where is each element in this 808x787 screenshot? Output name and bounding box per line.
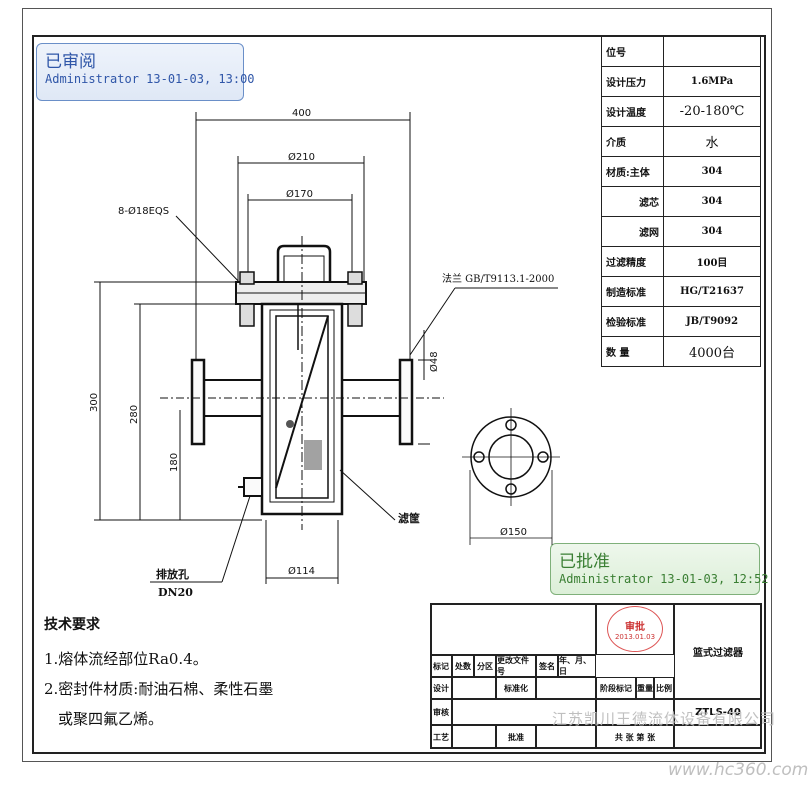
spec-value: 1.6MPa <box>663 66 761 97</box>
dim-280: 280 <box>129 405 140 424</box>
spec-value: 4000台 <box>663 336 761 367</box>
requirement-item: 或聚四氟乙烯。 <box>58 710 164 728</box>
requirements-title: 技术要求 <box>44 617 100 633</box>
approved-stamp-byline: Administrator 13-01-03, 12:52 <box>559 572 769 586</box>
reviewer-label: 审核 <box>430 699 452 725</box>
designer-label: 设计 <box>430 677 452 699</box>
outer-frame <box>22 8 772 762</box>
spec-key: 介质 <box>601 126 664 157</box>
standardized-blank <box>536 677 596 699</box>
dim-400: 400 <box>292 108 311 119</box>
spec-key: 设计压力 <box>601 66 664 97</box>
spec-key: 数 量 <box>601 336 664 367</box>
approved-stamp-title: 已批准 <box>559 552 610 572</box>
strainer-drawing: 400 Ø210 Ø170 8-Ø18EQS 法兰 GB/T9113.1-200… <box>89 108 560 599</box>
company-watermark: 江苏凯川王德流体设备有限公司 <box>552 710 777 728</box>
ratio-label: 比例 <box>654 677 674 699</box>
process-blank <box>452 725 496 749</box>
spec-key: 位号 <box>601 36 664 67</box>
spec-value <box>663 36 761 67</box>
row-label: 年、月、日 <box>558 655 596 677</box>
weight-label: 重量 <box>636 677 654 699</box>
approved-stamp: 已批准 Administrator 13-01-03, 12:52 <box>550 543 769 595</box>
spec-row: 设计温度-20-180℃ <box>601 96 761 127</box>
reviewer-blank <box>452 699 596 725</box>
spec-value: 304 <box>663 186 761 217</box>
spec-key: 材质:主体 <box>601 156 664 187</box>
drawing-sheet: 已审阅 Administrator 13-01-03, 13:00 已批准 Ad… <box>22 8 808 780</box>
spec-value: JB/T9092 <box>663 306 761 337</box>
product-name: 篮式过滤器 <box>674 603 762 699</box>
reviewed-stamp-byline: Administrator 13-01-03, 13:00 <box>45 72 255 86</box>
requirement-item: 1.熔体流经部位Ra0.4。 <box>44 650 208 668</box>
spec-key: 过滤精度 <box>601 246 664 277</box>
row-label: 分区 <box>474 655 496 677</box>
spec-value: 304 <box>663 216 761 247</box>
stage-label: 阶段标记 <box>596 677 636 699</box>
approve-label: 批准 <box>496 725 536 749</box>
spec-value: -20-180℃ <box>663 96 761 127</box>
spec-row: 介质水 <box>601 126 761 157</box>
spec-key: 滤芯 <box>601 186 664 217</box>
dim-210: Ø210 <box>288 151 315 163</box>
title-block: 审批 2013.01.03 篮式过滤器 标记 处数 分区 更改文件号 签名 年、… <box>430 603 762 749</box>
dim-114: Ø114 <box>288 565 315 577</box>
drain-size: DN20 <box>158 586 193 599</box>
drain-label: 排放孔 <box>156 567 189 581</box>
model-number: ZTLS-40 <box>674 699 762 725</box>
approve-blank <box>536 725 596 749</box>
spec-key: 设计温度 <box>601 96 664 127</box>
spec-key: 制造标准 <box>601 276 664 307</box>
flange-standard-note: 法兰 GB/T9113.1-2000 <box>442 272 554 285</box>
row-label: 标记 <box>430 655 452 677</box>
approval-seal-cell: 审批 2013.01.03 <box>596 603 674 655</box>
row-label: 签名 <box>536 655 558 677</box>
title-block-blank <box>430 603 596 655</box>
basket-label: 滤筐 <box>398 511 420 525</box>
dim-180: 180 <box>169 453 180 472</box>
process-label: 工艺 <box>430 725 452 749</box>
standardized-label: 标准化 <box>496 677 536 699</box>
inner-frame <box>32 35 766 754</box>
site-watermark: www.hc360.com <box>668 760 808 780</box>
requirement-item: 2.密封件材质:耐油石棉、柔性石墨 <box>44 680 274 698</box>
spec-key: 检验标准 <box>601 306 664 337</box>
seal-date: 2013.01.03 <box>614 632 656 641</box>
row-label: 处数 <box>452 655 474 677</box>
spec-value: 100目 <box>663 246 761 277</box>
spec-key: 滤网 <box>601 216 664 247</box>
spec-value: 304 <box>663 156 761 187</box>
designer-blank <box>452 677 496 699</box>
bolt-holes-note: 8-Ø18EQS <box>118 205 169 217</box>
approval-seal: 审批 2013.01.03 <box>607 606 663 652</box>
spec-row: 位号 <box>601 36 761 67</box>
sheets-label: 共 张 第 张 <box>596 725 674 749</box>
sheets-blank <box>674 725 762 749</box>
dim-300: 300 <box>89 393 100 412</box>
spec-value: HG/T21637 <box>663 276 761 307</box>
dim-48: Ø48 <box>428 351 440 372</box>
reviewed-stamp-title: 已审阅 <box>45 52 96 72</box>
seal-title: 审批 <box>625 621 645 633</box>
stage-blank <box>596 699 674 725</box>
reviewed-stamp: 已审阅 Administrator 13-01-03, 13:00 <box>36 43 255 101</box>
row-label: 更改文件号 <box>496 655 536 677</box>
dim-150: Ø150 <box>500 526 527 538</box>
spec-value: 水 <box>663 126 761 157</box>
dim-170: Ø170 <box>286 188 313 200</box>
